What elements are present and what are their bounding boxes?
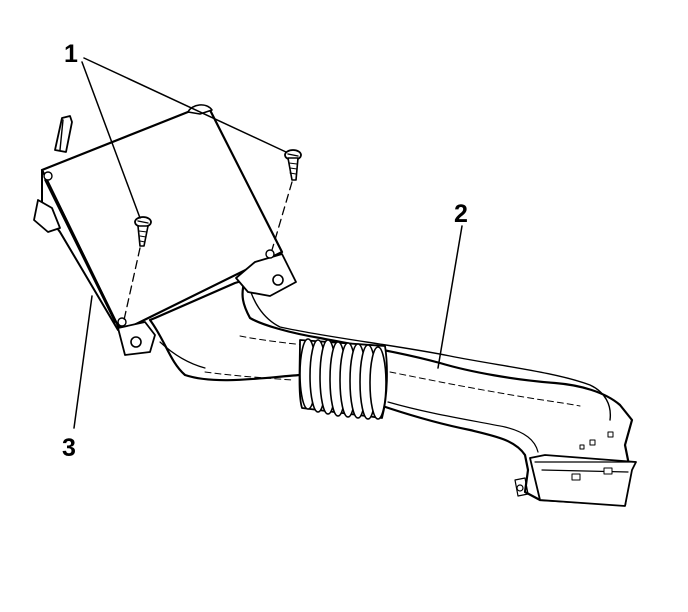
leader-3-to-module — [73, 295, 93, 429]
leader-2-to-duct — [437, 225, 463, 369]
duct-lower-edge — [387, 401, 539, 453]
duct-dashed-seam-mid — [389, 371, 581, 407]
module-left-tab — [33, 199, 61, 233]
module-mount-ear-right — [235, 253, 297, 297]
fastener-screws — [123, 149, 302, 321]
module-hole-right — [265, 249, 275, 259]
air-duct — [148, 278, 637, 507]
module-hole-lower — [117, 317, 127, 327]
module-hole-front — [43, 171, 53, 181]
leader-1-to-lower-screw — [81, 61, 141, 219]
control-module — [33, 104, 297, 356]
screw-upper-guide — [271, 181, 293, 251]
callout-1: 1 — [64, 40, 78, 68]
mount-ear-lower-hole — [130, 336, 142, 348]
duct-dashed-seam-low — [204, 371, 293, 381]
duct-outlet-connector — [514, 431, 637, 507]
duct-neck-line — [159, 341, 206, 369]
module-rear-tab — [187, 104, 213, 115]
leader-lines — [73, 57, 463, 429]
screw-lower — [134, 216, 152, 247]
callout-2: 2 — [454, 200, 468, 228]
duct-bellows — [298, 338, 388, 420]
mount-ear-right-hole — [272, 274, 284, 286]
duct-body — [148, 278, 634, 507]
callout-3: 3 — [62, 434, 76, 462]
duct-upper-seam — [247, 281, 612, 421]
screw-upper — [284, 149, 302, 181]
leader-1-to-upper-screw — [83, 57, 287, 153]
module-top-face — [40, 106, 284, 330]
module-connector-lever — [54, 115, 73, 153]
